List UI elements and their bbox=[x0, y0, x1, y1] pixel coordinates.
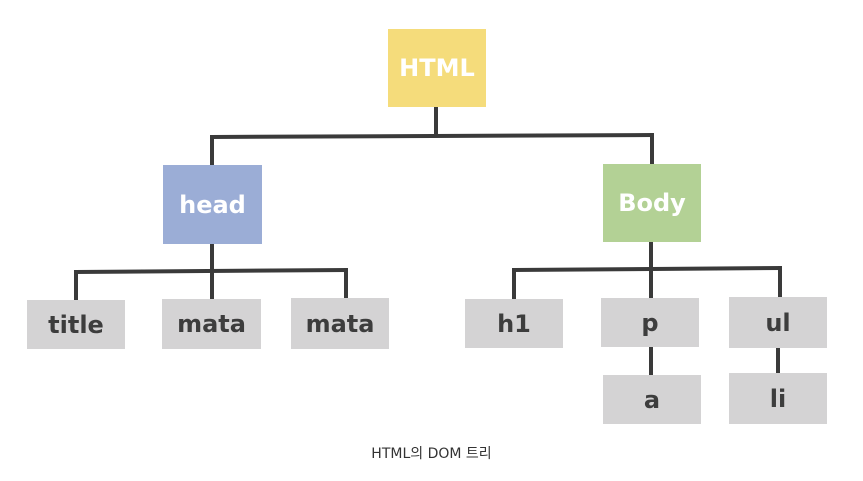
node-p-label: p bbox=[641, 308, 659, 337]
node-html: HTML bbox=[388, 29, 486, 107]
node-li-label: li bbox=[769, 384, 787, 413]
node-mata-1-label: mata bbox=[177, 310, 246, 338]
connector-root-bar bbox=[209, 132, 655, 140]
node-title-label: title bbox=[48, 310, 104, 339]
node-ul: ul bbox=[729, 297, 827, 348]
node-body-label: Body bbox=[618, 189, 686, 217]
node-html-label: HTML bbox=[399, 54, 475, 82]
node-body: Body bbox=[603, 164, 701, 242]
node-h1: h1 bbox=[465, 299, 563, 348]
node-a-label: a bbox=[643, 385, 661, 414]
node-mata-1: mata bbox=[162, 299, 261, 349]
node-head: head bbox=[163, 165, 262, 244]
node-p: p bbox=[601, 298, 699, 347]
node-li: li bbox=[729, 373, 827, 424]
node-mata-2: mata bbox=[291, 298, 389, 349]
node-mata-2-label: mata bbox=[305, 309, 375, 338]
node-head-label: head bbox=[179, 190, 246, 219]
connector-head-bar bbox=[73, 267, 349, 275]
node-h1-label: h1 bbox=[497, 309, 531, 338]
node-ul-label: ul bbox=[765, 308, 791, 337]
node-a: a bbox=[603, 375, 701, 424]
figure-caption: HTML의 DOM 트리 bbox=[371, 446, 492, 462]
connector-body-bar bbox=[511, 265, 783, 273]
node-title: title bbox=[27, 300, 125, 349]
